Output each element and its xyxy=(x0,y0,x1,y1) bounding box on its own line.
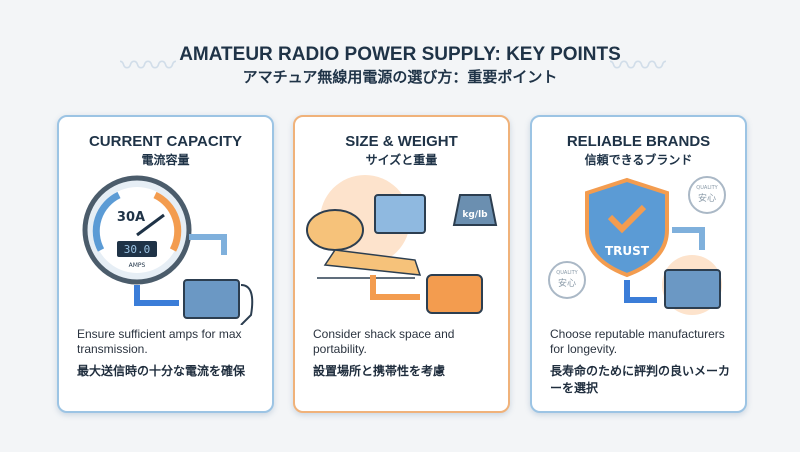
card-description: Ensure sufficient amps for max transmiss… xyxy=(77,327,242,356)
page-title: AMATEUR RADIO POWER SUPPLY: KEY POINTS xyxy=(179,44,621,65)
card-title: SIZE & WEIGHT xyxy=(345,133,458,150)
weight-label: kg/lb xyxy=(462,210,488,220)
badge-text: 安心 xyxy=(698,192,716,204)
card-subtitle: 電流容量 xyxy=(141,153,190,167)
card-subtitle: サイズと重量 xyxy=(365,153,438,167)
card-current-capacity: CURRENT CAPACITY 電流容量 30A 30.0 AMPS Ensu… xyxy=(57,115,274,413)
card-reliable-brands: RELIABLE BRANDS 信頼できるブランド TRUST QUALITY … xyxy=(530,115,747,413)
badge-top: QUALITY xyxy=(556,270,578,276)
shield-label: TRUST xyxy=(605,244,650,258)
badge-top: QUALITY xyxy=(696,185,718,191)
gauge-label: 30A xyxy=(117,210,145,225)
trust-shield-illustration: TRUST QUALITY 安心 QUALITY 安心 xyxy=(548,176,726,315)
wave-pattern-left: 〰〰 xyxy=(120,49,177,82)
card-description: Consider shack space and portability. xyxy=(313,327,455,356)
card-title: RELIABLE BRANDS xyxy=(566,133,711,150)
measuring-tape-illustration: kg/lb xyxy=(306,175,498,314)
card-description-jp: 長寿命のために評判の良いメーカーを選択 xyxy=(550,364,731,395)
wave-pattern-right: 〰〰 xyxy=(610,49,667,82)
card-subtitle: 信頼できるブランド xyxy=(584,153,693,167)
amps-display: 30.0 xyxy=(124,243,151,256)
page-subtitle: アマチュア無線用電源の選び方：重要ポイント xyxy=(242,68,558,86)
amps-unit: AMPS xyxy=(129,262,146,269)
card-size-weight: SIZE & WEIGHT サイズと重量 kg/lb Consider shac… xyxy=(293,115,510,413)
badge-text: 安心 xyxy=(558,277,576,289)
card-description-jp: 設置場所と携帯性を考慮 xyxy=(313,364,446,378)
card-description-jp: 最大送信時の十分な電流を確保 xyxy=(77,364,246,378)
card-description: Choose reputable manufacturers for longe… xyxy=(550,327,725,356)
ammeter-gauge-illustration: 30A 30.0 AMPS xyxy=(82,175,254,325)
card-title: CURRENT CAPACITY xyxy=(88,133,243,150)
